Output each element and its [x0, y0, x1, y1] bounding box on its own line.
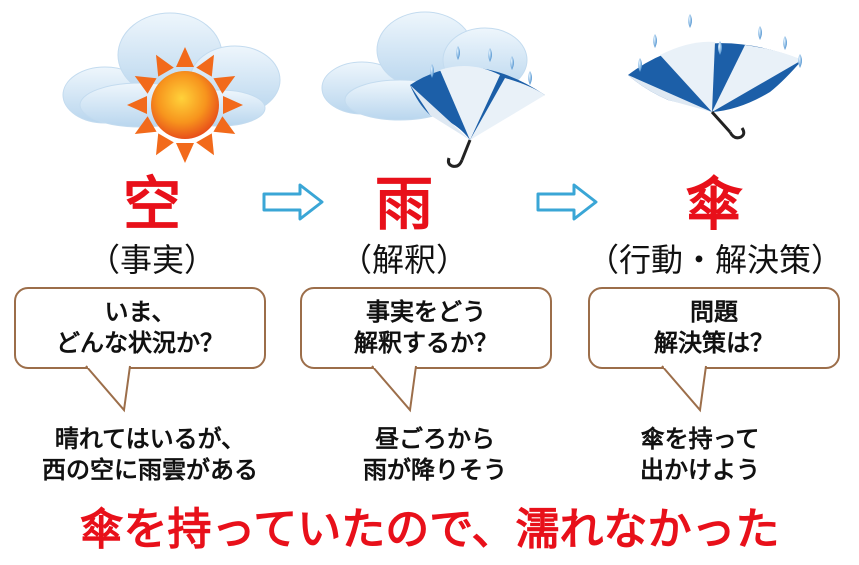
cloud-umbrella-icon [321, 11, 545, 168]
step3-kanji: 傘 [684, 170, 743, 238]
question2-line2: 解釈するか？ [354, 329, 498, 357]
answer3-line1: 傘を持って [640, 425, 760, 453]
answer2-line1: 昼ごろから [375, 425, 495, 453]
bubble-tail [85, 363, 131, 413]
umbrella-rain-icon [628, 14, 802, 140]
question3-line1: 問題 [690, 298, 738, 326]
raindrops-icon [638, 14, 802, 72]
umbrella-icon [410, 66, 545, 168]
step1-kanji: 空 [122, 170, 181, 238]
step1-subtitle: （事実） [87, 241, 216, 279]
step2-kanji: 雨 [374, 170, 433, 238]
right-arrow-icon [536, 183, 598, 221]
step3-subtitle: （行動・解決策） [586, 241, 843, 279]
bubble-tail [371, 363, 417, 413]
answer-note-2: 昼ごろから 雨が降りそう [330, 424, 540, 486]
question-bubble-3: 問題 解決策は？ [588, 287, 840, 369]
sun-icon [127, 47, 243, 163]
conclusion-text: 傘を持っていたので、濡れなかった [79, 504, 780, 555]
question2-line1: 事実をどう [366, 298, 486, 326]
bubble-tail [661, 363, 707, 413]
answer2-line2: 雨が降りそう [363, 456, 507, 484]
umbrella-icon [628, 41, 802, 140]
illustration-row [62, 11, 802, 168]
step2-subtitle: （解釈） [339, 241, 468, 279]
answer1-line2: 西の空に雨雲がある [42, 456, 258, 484]
right-arrow-icon [262, 183, 324, 221]
question-bubble-2: 事実をどう 解釈するか？ [300, 287, 552, 369]
question-bubble-1: いま、 どんな状況か？ [14, 287, 266, 369]
answer-note-3: 傘を持って 出かけよう [600, 424, 800, 486]
cloud-sun-icon [62, 12, 281, 163]
question1-line1: いま、 [104, 298, 176, 326]
raindrops-icon [430, 46, 532, 85]
question1-line2: どんな状況か？ [56, 329, 224, 357]
answer1-line1: 晴れてはいるが、 [54, 425, 246, 453]
question3-line2: 解決策は？ [654, 329, 774, 357]
answer3-line2: 出かけよう [640, 456, 760, 484]
answer-note-1: 晴れてはいるが、 西の空に雨雲がある [10, 424, 290, 486]
